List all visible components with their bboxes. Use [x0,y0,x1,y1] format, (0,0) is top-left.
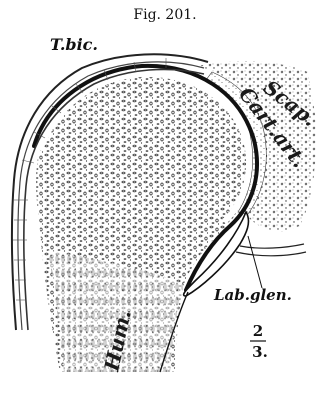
joint-capsule [236,244,306,256]
labrum-label: Lab.glen. [213,286,292,304]
scale-denominator: 3. [252,343,268,361]
tendon-label: T.bic. [50,35,98,54]
scale-fraction: 2 3. [250,322,268,361]
labrum-leader-line [248,236,262,288]
scale-numerator: 2 [253,322,263,340]
figure-title: Fig. 201. [133,7,196,23]
